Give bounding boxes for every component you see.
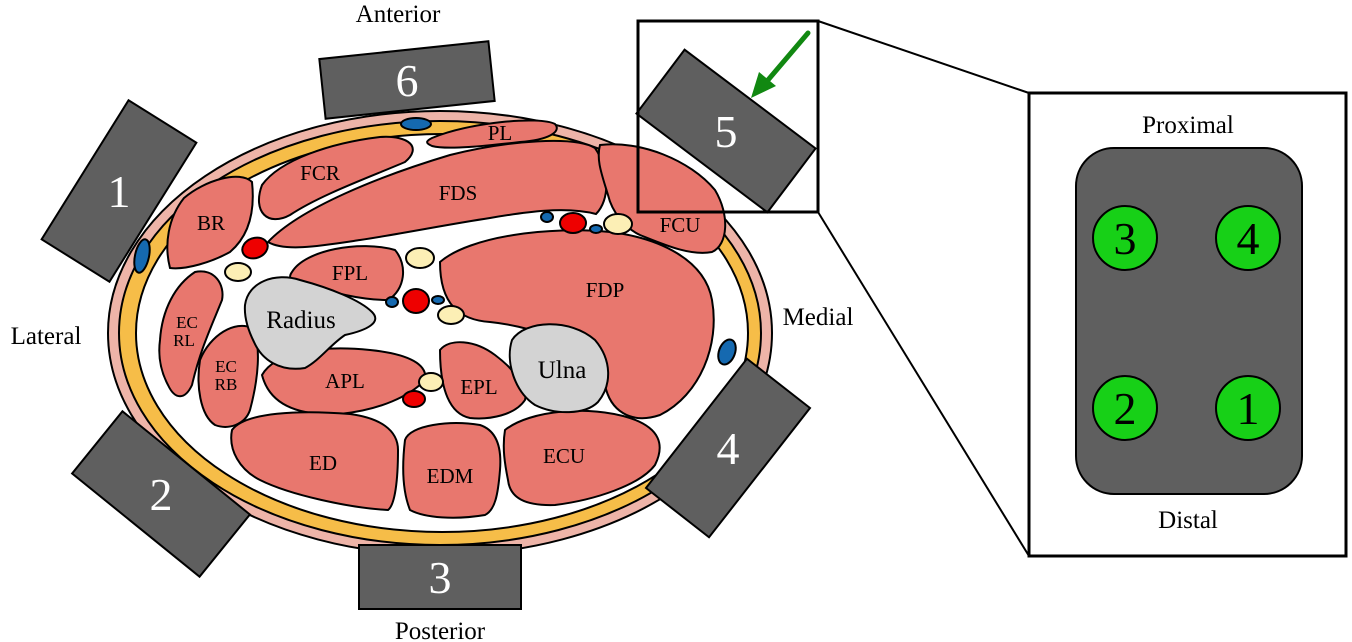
muscle-ecu <box>502 409 661 507</box>
muscle-epl <box>438 341 527 420</box>
sensor-5: 5 <box>635 48 817 214</box>
nerve-median <box>405 247 435 269</box>
electrode-3-label: 3 <box>1114 213 1137 264</box>
sensor-1: 1 <box>40 98 198 284</box>
muscle-fcr <box>257 135 414 221</box>
label-edm: EDM <box>427 464 474 488</box>
electrode-4-label: 4 <box>1237 213 1260 264</box>
sensor-5-label: 5 <box>715 106 738 157</box>
sensor-2-label: 2 <box>150 469 173 520</box>
label-radius: Radius <box>266 307 335 334</box>
sensor-4-label: 4 <box>717 423 740 474</box>
muscle-fds <box>266 139 608 249</box>
bone-radius <box>243 276 377 370</box>
label-anterior: Anterior <box>356 1 441 28</box>
label-fdp: FDP <box>586 278 625 302</box>
artery-ulnar <box>559 212 587 234</box>
sensor-1-label: 1 <box>108 166 131 217</box>
muscle-br <box>166 175 254 270</box>
connector-top <box>817 20 1030 94</box>
muscle-edm <box>402 422 502 519</box>
sensor-6-label: 6 <box>396 55 419 106</box>
label-ecrl-top: EC <box>176 313 198 332</box>
sensor-3: 3 <box>358 544 522 610</box>
muscle-ecrb <box>197 324 259 428</box>
artery-interosseous-anterior <box>402 288 430 314</box>
muscle-ed <box>230 411 400 512</box>
zoom-box <box>636 19 820 214</box>
vein-cephalic <box>133 238 151 274</box>
electrode-3: 3 <box>1092 205 1158 271</box>
label-ecrl-bottom: RL <box>173 331 195 350</box>
label-ulna: Ulna <box>538 357 587 384</box>
artery-radial <box>241 236 269 260</box>
label-fcr: FCR <box>300 161 340 185</box>
inset-sensor-body <box>1075 147 1303 495</box>
sensor-4: 4 <box>644 357 812 539</box>
electrode-1: 1 <box>1215 375 1281 441</box>
label-medial: Medial <box>783 304 854 331</box>
sensor-3-label: 3 <box>429 552 452 603</box>
sensor-6: 6 <box>318 40 496 120</box>
vein-basilic <box>717 338 737 366</box>
inset-proximal-label: Proximal <box>1142 112 1234 139</box>
connector-bottom <box>817 211 1030 557</box>
label-fpl: FPL <box>332 261 368 285</box>
sensor-2: 2 <box>70 409 252 579</box>
label-pl: PL <box>488 121 513 145</box>
inset-distal-label: Distal <box>1158 507 1218 534</box>
electrode-2: 2 <box>1092 375 1158 441</box>
muscle-ecrl <box>158 270 224 398</box>
nerve-interosseous-posterior <box>418 372 444 392</box>
vein-median <box>400 117 432 131</box>
label-ecu: ECU <box>543 444 585 468</box>
bone-ulna <box>508 323 610 414</box>
label-epl: EPL <box>460 375 497 399</box>
label-apl: APL <box>325 369 365 393</box>
arrow-icon <box>751 30 811 98</box>
artery-interosseous-posterior <box>402 390 426 408</box>
vein-interosseous-2 <box>431 295 445 305</box>
label-posterior: Posterior <box>395 618 486 642</box>
label-br: BR <box>197 211 225 235</box>
nerve-interosseous-anterior <box>437 305 465 325</box>
vein-ulnar-2 <box>589 224 603 234</box>
label-ecrb-bottom: RB <box>215 375 238 394</box>
vein-ulnar-1 <box>540 211 554 223</box>
vein-interosseous-1 <box>385 296 399 308</box>
nerve-radial <box>224 262 252 282</box>
label-lateral: Lateral <box>11 323 82 350</box>
label-fds: FDS <box>439 181 478 205</box>
electrode-1-label: 1 <box>1237 383 1260 434</box>
electrode-4: 4 <box>1215 205 1281 271</box>
electrode-2-label: 2 <box>1114 383 1137 434</box>
nerve-ulnar <box>603 213 633 235</box>
label-ed: ED <box>309 451 337 475</box>
label-fcu: FCU <box>660 213 701 237</box>
label-ecrb-top: EC <box>215 357 237 376</box>
